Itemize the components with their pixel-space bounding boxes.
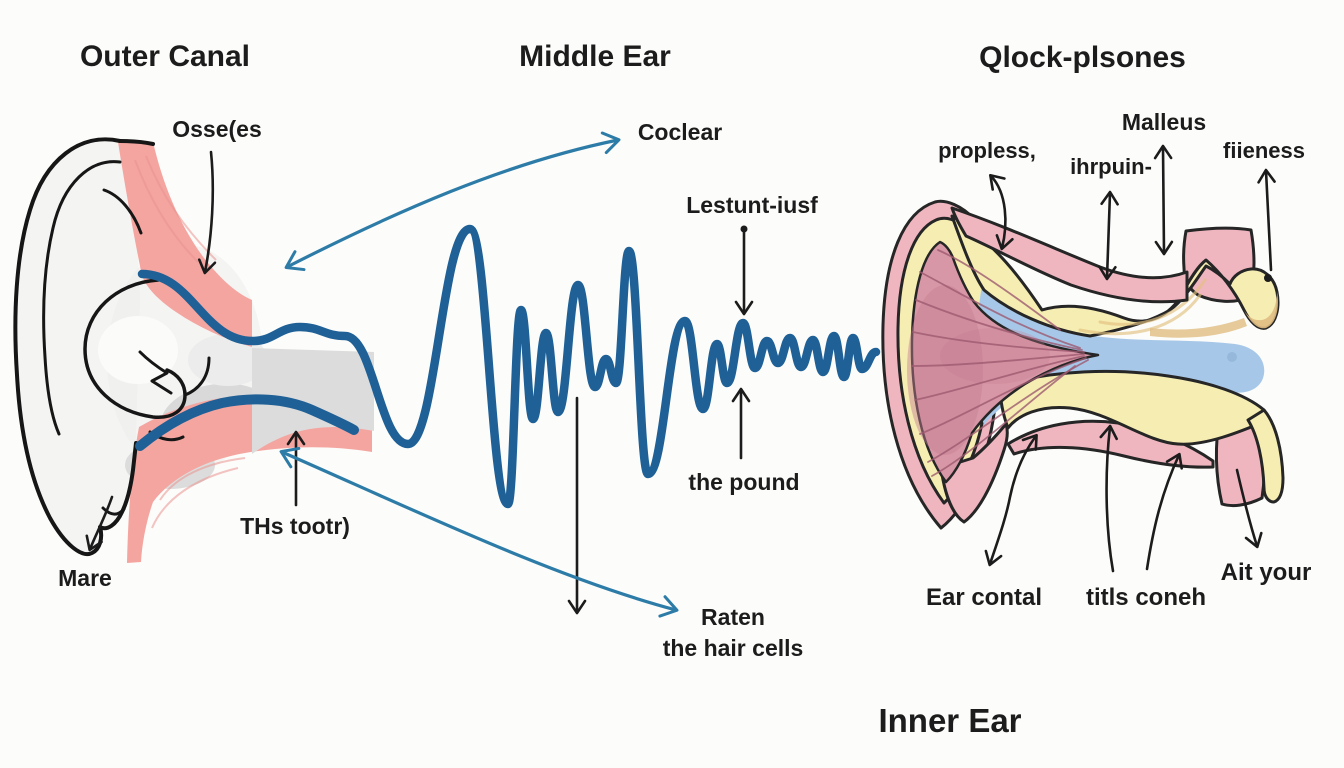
- arrow-ear-contal: [984, 433, 1038, 567]
- concha-curl: [183, 356, 211, 397]
- label-titls-coneh: titls coneh: [1085, 584, 1206, 611]
- ear-canal-lower-band: [127, 394, 372, 563]
- curl-tan-crescent: [1244, 292, 1278, 329]
- label-malleus: Malleus: [1121, 109, 1207, 135]
- label-ear-contal: Ear contal: [925, 584, 1043, 611]
- outer-ear-illustration: [13, 137, 374, 563]
- canal-striation-upper-2: [145, 155, 217, 261]
- bottom-pink-sliver: [1006, 419, 1215, 469]
- label-lestunt: Lestunt-iusf: [686, 192, 818, 218]
- heading-headphones: Qlock-plsones: [979, 41, 1186, 74]
- annotation-arrows: [85, 131, 1276, 618]
- label-mare: Mare: [58, 565, 112, 591]
- arrow-ihrpuin: [1098, 190, 1119, 281]
- label-raten: Raten the hair cells: [643, 602, 823, 664]
- heading-middle-ear: Middle Ear: [519, 40, 671, 73]
- arrow-raten: [279, 446, 679, 618]
- canal-striation-lower-2: [151, 467, 239, 529]
- lower-yellow-band: [998, 369, 1270, 446]
- label-propless: propless,: [938, 138, 1036, 163]
- label-the-pound: the pound: [688, 469, 800, 495]
- label-fiieness: fiieness: [1223, 138, 1305, 163]
- ear-canal-upper-band: [118, 142, 252, 347]
- pinna-outline: [13, 137, 138, 557]
- arrow-ossicles: [197, 150, 217, 275]
- label-ait-your: Ait your: [1220, 559, 1312, 586]
- arrow-mare: [85, 495, 114, 552]
- label-raten-line2: the hair cells: [662, 635, 804, 661]
- label-raten-line1: Raten: [701, 604, 765, 630]
- arrow-lestunt-dot: [740, 225, 748, 233]
- heading-inner-ear: Inner Ear: [878, 702, 1022, 739]
- tan-underband-strip: [1150, 318, 1247, 338]
- tan-streak-1: [1098, 278, 1207, 326]
- tragus-zigzag: [138, 350, 173, 395]
- concha-loop: [83, 278, 187, 419]
- tan-streak-2: [1078, 293, 1202, 336]
- arrow-malleus: [1153, 144, 1174, 256]
- helix-top-fold: [102, 188, 143, 235]
- blue-fluid-channel: [977, 286, 1265, 425]
- funnel-shade-2: [940, 328, 1050, 384]
- canal-gray-wedge: [252, 348, 374, 454]
- label-ossicles: Osse(es: [172, 116, 262, 142]
- pinna-top-edge: [118, 139, 155, 146]
- lobe-notch: [101, 506, 126, 516]
- arrow-ait-your: [1235, 468, 1263, 549]
- canal-striation-lower-1: [159, 457, 246, 501]
- label-cochlea: Coclear: [637, 119, 723, 145]
- heading-outer-canal: Outer Canal: [79, 40, 251, 73]
- arrow-propless: [989, 173, 1014, 251]
- yellow-right-strip: [1246, 408, 1285, 504]
- fluid-speck: [1227, 352, 1237, 362]
- helix-inner-line: [42, 160, 122, 436]
- lower-sound-line: [135, 394, 359, 451]
- arrow-fiieness: [1257, 168, 1276, 272]
- arrow-cochlea: [284, 131, 621, 272]
- label-ths-tootr: THs tootr): [240, 513, 350, 539]
- funnel-striations: [911, 249, 1089, 477]
- arrow-titls-left: [1099, 424, 1118, 573]
- curl-dot: [1264, 274, 1272, 282]
- inner-ear-illustration: [881, 199, 1285, 530]
- funnel-shade-1: [907, 285, 983, 455]
- canal-striation-upper-1: [134, 159, 199, 263]
- ear-body-fill: [14, 140, 140, 555]
- label-ihrpuin: ihrpuin-: [1070, 154, 1152, 179]
- arrow-titls-right: [1145, 452, 1183, 571]
